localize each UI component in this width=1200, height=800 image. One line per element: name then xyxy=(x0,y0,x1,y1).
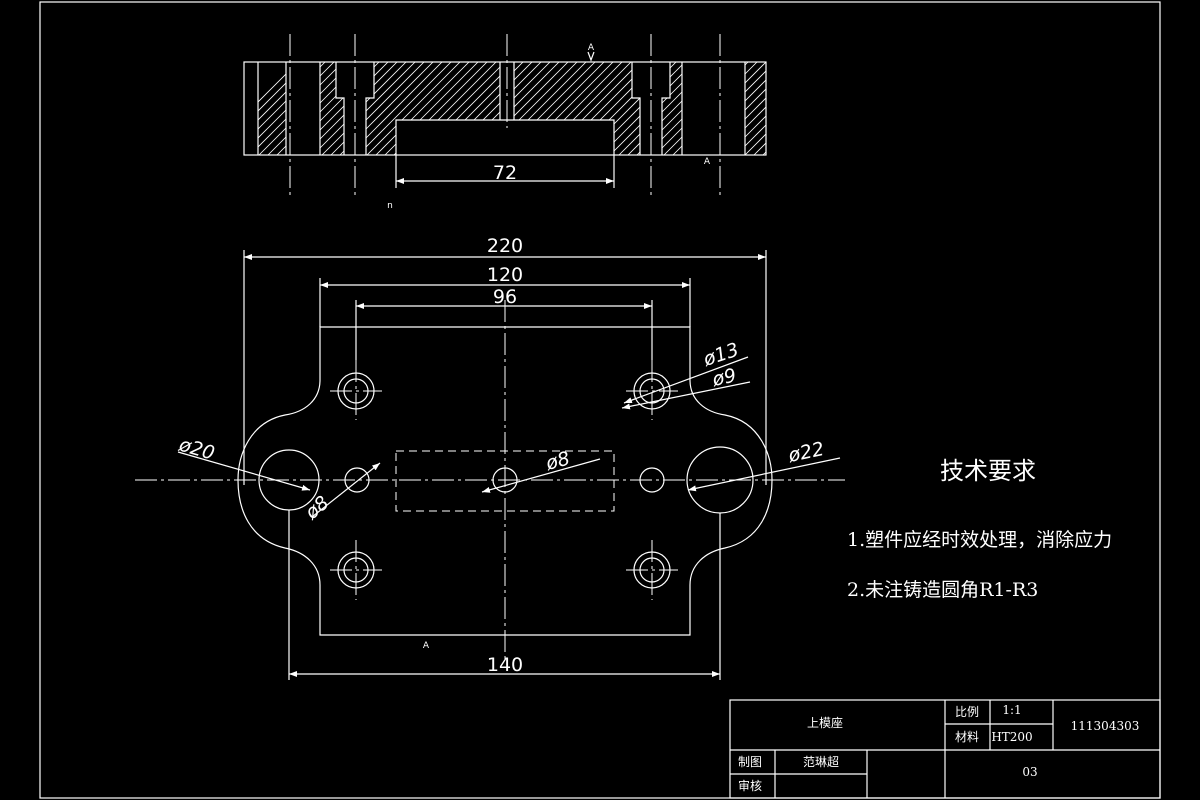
section-outline xyxy=(243,61,767,156)
note-n: n xyxy=(387,201,393,211)
requirement-2: 2.未注铸造圆角R1-R3 xyxy=(847,579,1038,601)
material-value: HT200 xyxy=(991,730,1032,744)
dim-72: 72 xyxy=(493,162,517,184)
drawn-label: 制图 xyxy=(738,755,762,769)
dim-dia-8-left: ø8 xyxy=(300,492,333,525)
dim-220: 220 xyxy=(487,235,523,257)
plan-view: 220 120 96 140 ø13 ø9 ø20 ø22 ø8 ø8 A xyxy=(135,235,845,680)
section-mark-right: A xyxy=(704,157,711,167)
material-label: 材料 xyxy=(955,730,979,744)
part-name: 上模座 xyxy=(807,715,843,730)
section-mark-bottom: A xyxy=(423,641,430,651)
technical-requirements: 技术要求 1.塑件应经时效处理，消除应力 2.未注铸造圆角R1-R3 xyxy=(847,457,1112,601)
drawing-frame xyxy=(39,1,1161,799)
dim-dia-9: ø9 xyxy=(709,364,738,391)
section-view: 72 A A n xyxy=(243,34,767,211)
plan-outline xyxy=(237,326,773,636)
requirement-1: 1.塑件应经时效处理，消除应力 xyxy=(847,529,1112,551)
dim-dia-20: ø20 xyxy=(176,433,217,464)
drawn-by: 范琳超 xyxy=(803,754,839,769)
dim-140: 140 xyxy=(487,654,523,676)
requirements-title: 技术要求 xyxy=(940,457,1036,485)
scale-label: 比例 xyxy=(955,705,979,719)
sheet-number: 03 xyxy=(1022,765,1037,779)
drawing-number: 111304303 xyxy=(1071,719,1140,733)
section-mark-upper: A xyxy=(588,43,595,53)
title-block: 上模座 比例 1:1 材料 HT200 111304303 制图 范琳超 审核 … xyxy=(729,699,1161,799)
dim-dia-8-center: ø8 xyxy=(543,447,573,475)
dim-120: 120 xyxy=(487,264,523,286)
scale-value: 1:1 xyxy=(1002,703,1021,717)
dim-96: 96 xyxy=(493,286,517,308)
review-label: 审核 xyxy=(738,778,762,793)
